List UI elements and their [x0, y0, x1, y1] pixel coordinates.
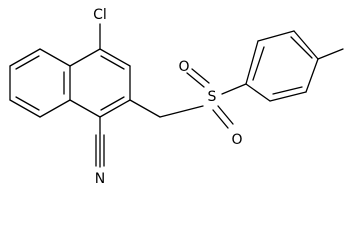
naphthalene-left-ring — [9, 48, 71, 118]
sulfur-label: S — [208, 89, 217, 105]
chlorine-label: Cl — [93, 7, 107, 23]
oxygen-lower-label: O — [231, 132, 242, 148]
methyl-bond — [317, 48, 344, 60]
oxygen-upper-label: O — [178, 59, 189, 75]
methylene-linker — [129, 99, 204, 118]
nitrile-group — [95, 116, 105, 168]
tolyl-ring — [245, 30, 319, 102]
nitrile-nitrogen-label: N — [95, 171, 105, 187]
naphthalene-right-ring — [69, 48, 131, 118]
sulfonyl-group — [186, 68, 247, 129]
chemical-structure: Cl S O O N — [9, 7, 344, 187]
